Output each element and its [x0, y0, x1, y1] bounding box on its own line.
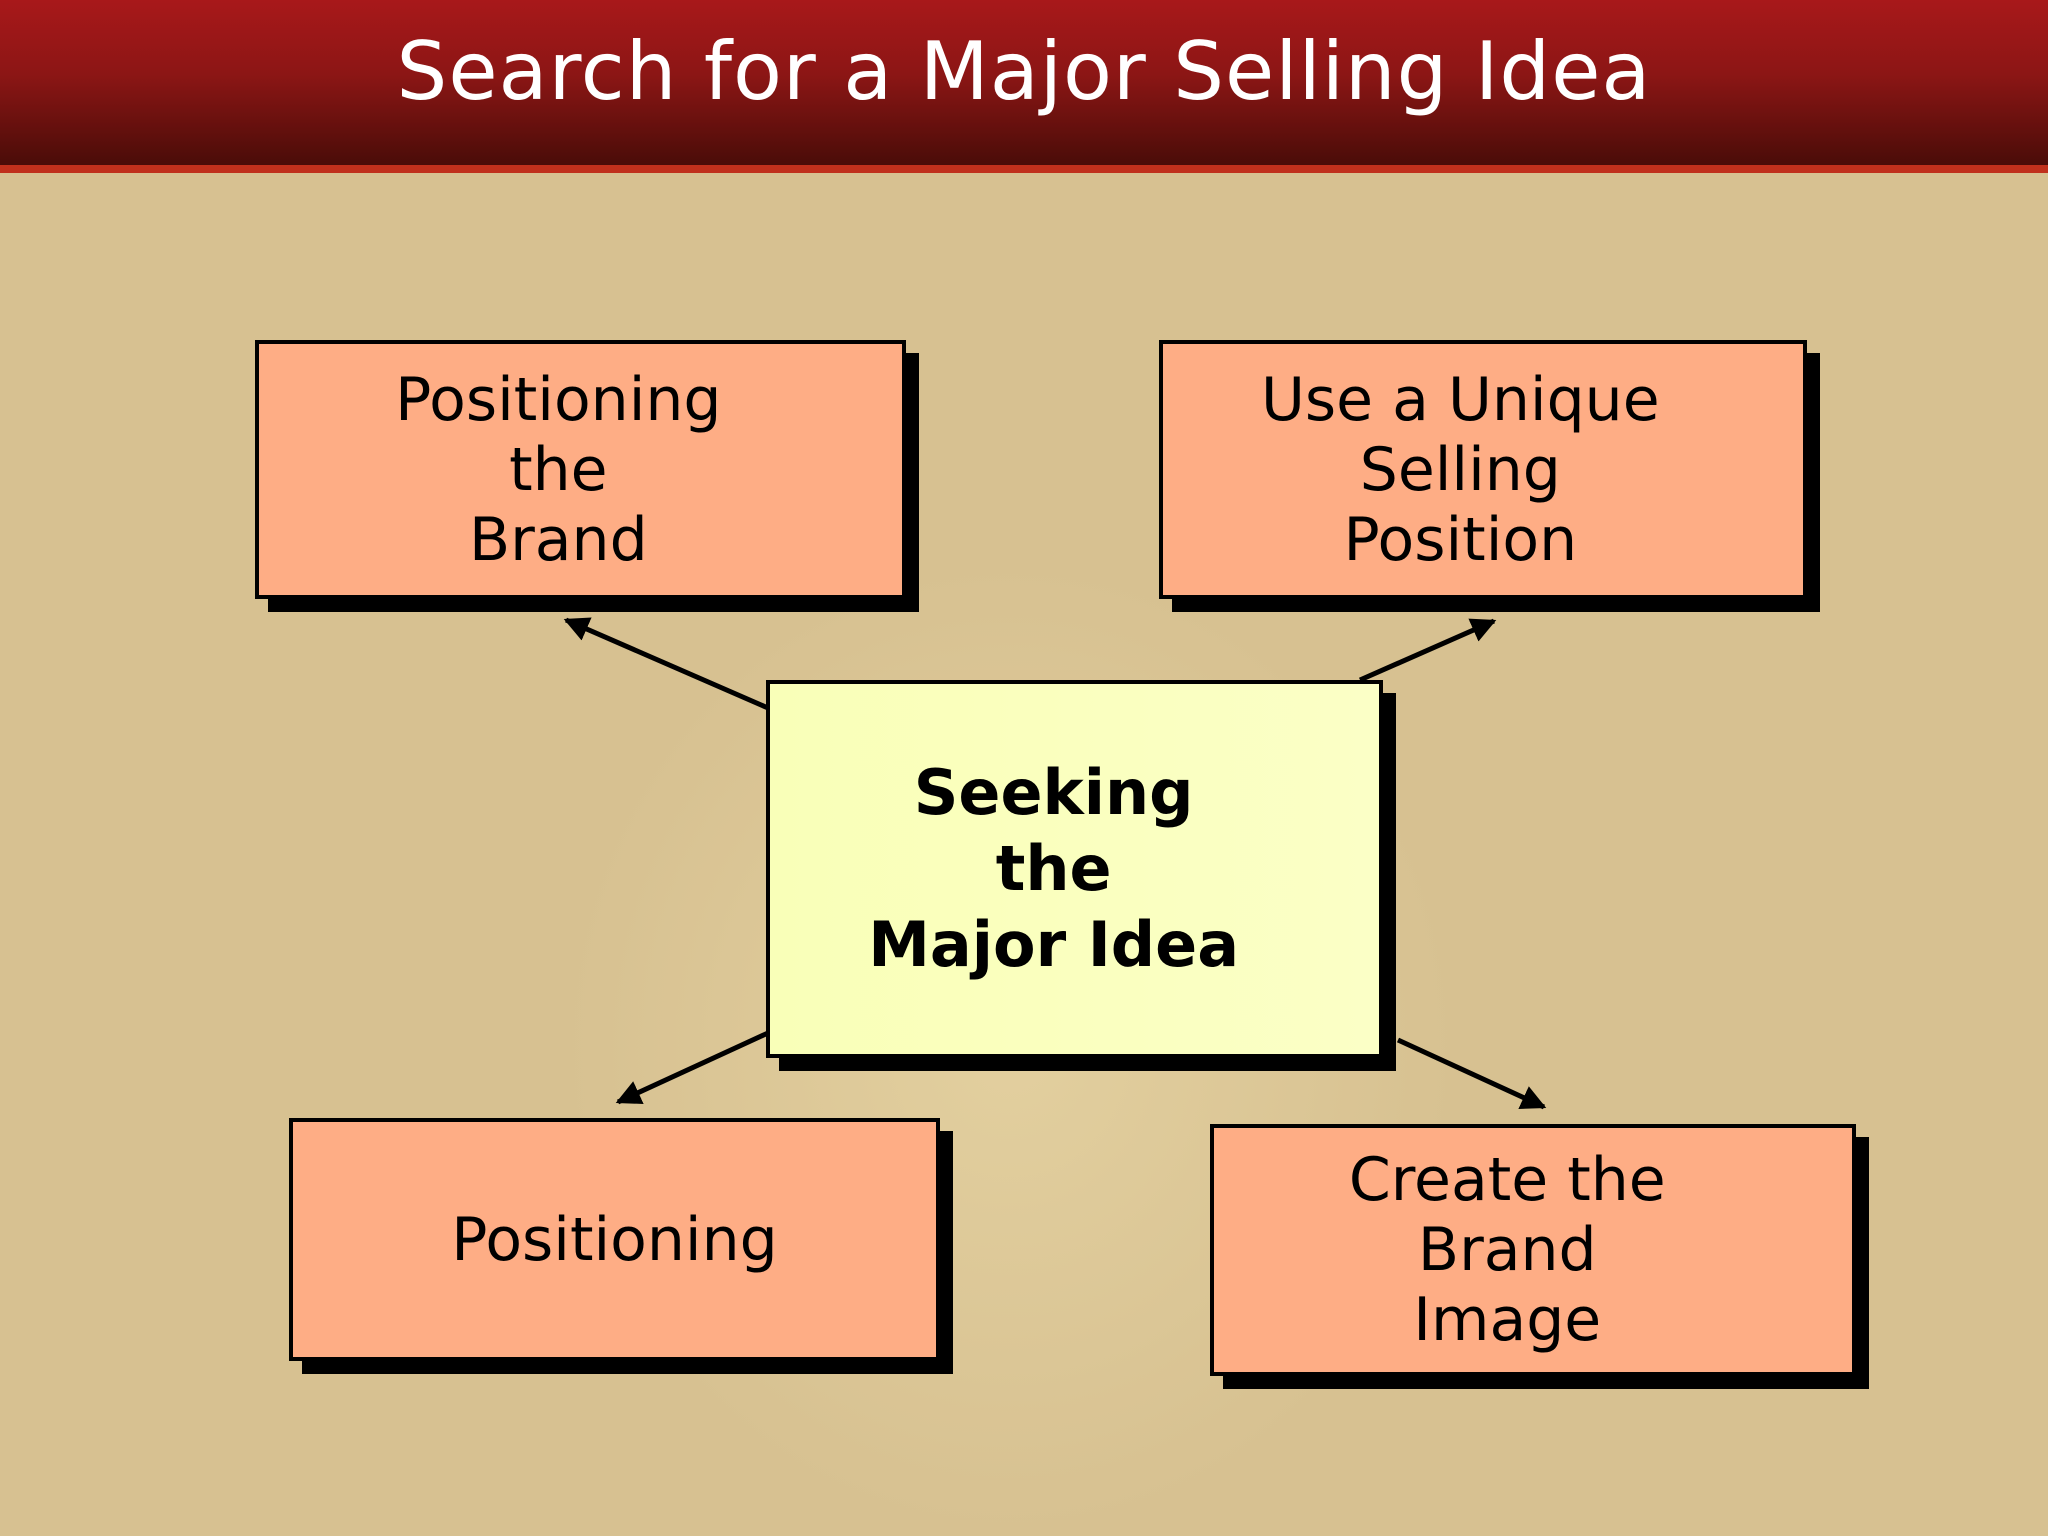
label-line-2: Selling Position	[1343, 434, 1578, 575]
slide-title: Search for a Major Selling Idea	[396, 25, 1652, 118]
title-bar-underline	[0, 165, 2048, 173]
node-positioning-the-brand: Positioning the Brand	[255, 340, 906, 599]
node-create-the-brand-image-label: Create the Brand Image	[1276, 1145, 1791, 1355]
label-line-1: Positioning the	[395, 364, 722, 505]
node-unique-selling-position-label: Use a Unique Selling Position	[1256, 365, 1710, 575]
arrow-to-positioning	[615, 1030, 770, 1105]
arrow-to-positioning-brand	[563, 617, 769, 711]
title-bar	[0, 0, 2048, 165]
label-line-2: Major Idea	[868, 908, 1240, 981]
label-line-1: Create the Brand	[1348, 1145, 1666, 1285]
arrow-to-unique-selling-position	[1358, 618, 1497, 683]
node-seeking-the-major-idea: Seeking the Major Idea	[766, 680, 1383, 1058]
arrow-to-brand-image	[1396, 1037, 1547, 1110]
label-line-2: Image	[1413, 1285, 1602, 1355]
label-line-1: Use a Unique	[1260, 364, 1660, 435]
node-positioning-the-brand-label: Positioning the Brand	[359, 365, 803, 575]
node-positioning-label: Positioning	[451, 1204, 778, 1275]
node-create-the-brand-image: Create the Brand Image	[1210, 1124, 1856, 1376]
node-seeking-the-major-idea-label: Seeking the Major Idea	[866, 755, 1283, 983]
label-line-1: Seeking the	[913, 756, 1194, 905]
label-line-2: Brand	[468, 504, 648, 575]
node-positioning: Positioning	[289, 1118, 940, 1361]
node-unique-selling-position: Use a Unique Selling Position	[1159, 340, 1807, 599]
